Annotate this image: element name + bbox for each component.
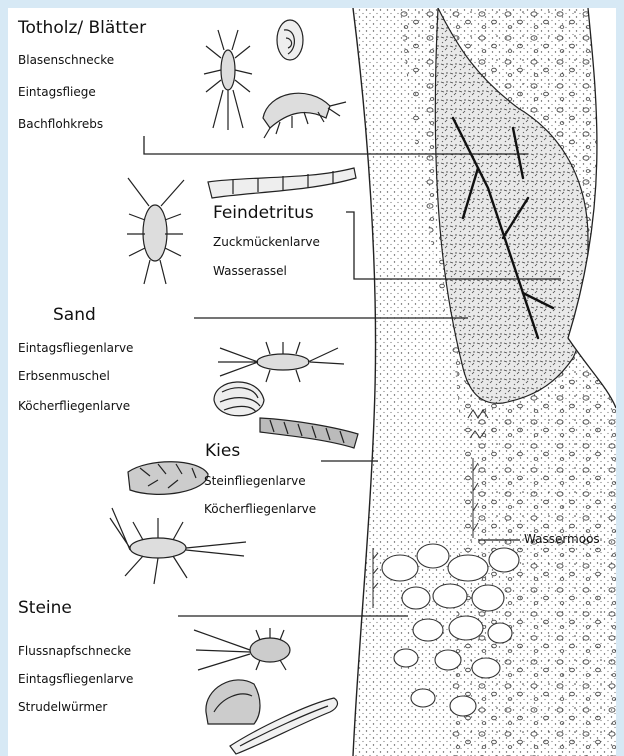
label-erbsenmuschel: Erbsenmuschel: [18, 369, 110, 383]
group-title-totholz: Totholz/ Blätter: [18, 18, 146, 38]
label-koecherfliegenlarve-sand: Köcherfliegenlarve: [18, 399, 130, 413]
label-eintagsfliege: Eintagsfliege: [18, 85, 96, 99]
caddisfly-case-icon: [128, 462, 208, 495]
label-wasserassel: Wasserassel: [213, 264, 287, 278]
pea-clam-icon: [214, 382, 264, 416]
caddisfly-case-icon: [260, 418, 358, 448]
label-koecherfliegenlarve-kies: Köcherfliegenlarve: [204, 502, 316, 516]
label-bachflohkrebs: Bachflohkrebs: [18, 117, 103, 131]
label-eintagsfliegenlarve-sand: Eintagsfliegenlarve: [18, 341, 133, 355]
label-zuckmueckenlarve: Zuckmückenlarve: [213, 235, 320, 249]
group-title-sand: Sand: [53, 305, 96, 325]
group-title-kies: Kies: [205, 441, 240, 461]
midge-larva-icon: [208, 168, 356, 198]
group-title-steine: Steine: [18, 598, 72, 618]
mayfly-icon: [204, 30, 252, 130]
label-wassermoos: Wassermoos: [524, 532, 600, 546]
label-flussnapfschnecke: Flussnapfschnecke: [18, 644, 131, 658]
mayfly-larva-icon: [218, 342, 344, 382]
label-strudelwuermer: Strudelwürmer: [18, 700, 107, 714]
label-eintagsfliegenlarve-steine: Eintagsfliegenlarve: [18, 672, 133, 686]
stonefly-larva-icon: [110, 508, 246, 584]
label-steinfliegenlarve: Steinfliegenlarve: [204, 474, 306, 488]
label-blasenschnecke: Blasenschnecke: [18, 53, 114, 67]
diagram-panel: Totholz/ Blätter Blasenschnecke Eintagsf…: [8, 8, 616, 756]
group-title-feindetritus: Feindetritus: [213, 203, 314, 223]
limpet-icon: [206, 680, 260, 724]
mayfly-larva-icon: [194, 628, 290, 670]
freshwater-shrimp-icon: [263, 93, 346, 138]
bladder-snail-icon: [277, 20, 303, 60]
water-louse-icon: [127, 178, 184, 284]
streambed-profile: [353, 8, 616, 756]
